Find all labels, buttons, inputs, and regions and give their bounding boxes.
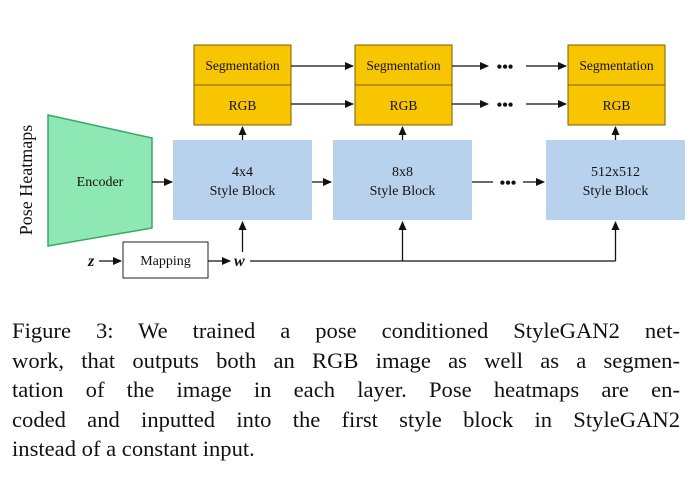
figure-caption: Figure 3: We trained a pose conditioned … [12,316,680,464]
mapping-box [122,241,209,279]
caption-line-5: instead of a constant input. [12,436,255,462]
rgb-box-1 [193,84,292,126]
rgb-label-3: RGB [603,98,631,113]
rgb-box-3 [567,84,666,126]
style-block-size-2: 8x8 [392,165,413,180]
pose-heatmaps-label: Pose Heatmaps [16,125,36,235]
z-label: z [87,253,95,270]
caption-line-4: coded and inputted into the first style … [12,406,680,432]
seg-ellipsis: ••• [497,59,514,76]
segmentation-box-1 [193,44,292,86]
style-block-3 [546,140,685,220]
w-label: w [234,253,245,270]
segmentation-label-3: Segmentation [579,58,653,73]
rgb-box-2 [354,84,453,126]
encoder-trapezoid [47,114,153,247]
style-block-name-3: Style Block [583,184,649,199]
style-block-name-2: Style Block [370,184,436,199]
mapping-label: Mapping [140,254,191,269]
style-block-name-1: Style Block [210,184,276,199]
style-block-size-1: 4x4 [232,165,253,180]
architecture-diagram: Pose Heatmaps Encoder Segmentation RGB 4… [16,44,685,279]
caption-line-3: tation of the image in each layer. Pose … [12,377,680,403]
segmentation-label-1: Segmentation [205,58,279,73]
rgb-ellipsis: ••• [497,97,514,114]
encoder-label: Encoder [77,175,124,190]
segmentation-label-2: Segmentation [366,58,440,73]
block-ellipsis: ••• [500,175,517,192]
rgb-label-1: RGB [229,98,257,113]
caption-line-2: work, that outputs both an RGB image as … [12,347,680,373]
segmentation-box-3 [567,44,666,86]
style-block-1 [173,140,312,220]
style-block-2 [333,140,472,220]
rgb-label-2: RGB [390,98,418,113]
style-block-size-3: 512x512 [591,165,640,180]
caption-line-1: Figure 3: We trained a pose conditioned … [12,318,680,343]
